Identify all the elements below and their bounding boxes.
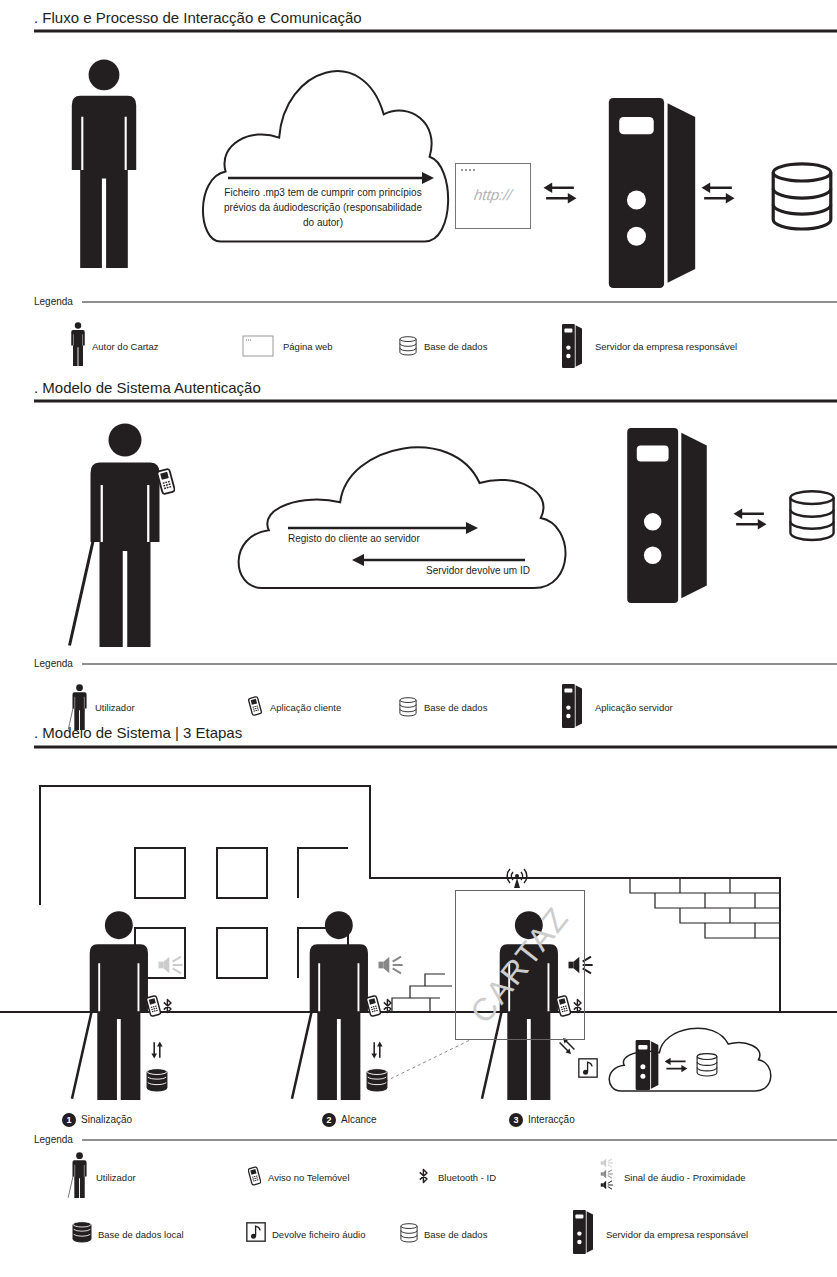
brick-wall [392, 878, 780, 1012]
legend-icon [68, 1152, 613, 1254]
cloud-shape: Registo do cliente ao servidorServidor d… [228, 420, 568, 595]
legend-text: Utilizador [96, 1172, 136, 1183]
legend-text: Utilizador [95, 702, 135, 713]
cloud-shape: Ficheiro .mp3 tem de cumprir com princíp… [195, 38, 450, 250]
poster-author [72, 59, 136, 268]
legend-icon [71, 322, 582, 368]
poster-board: CARTAZ [455, 890, 585, 1040]
url-text: http:// [455, 186, 531, 203]
database-symbol [790, 491, 833, 540]
legend-text: Página web [283, 341, 333, 352]
legend-text: Base de dados [424, 702, 487, 713]
legend-text: Servidor da empresa responsável [606, 1229, 748, 1240]
antenna-symbol [507, 869, 527, 888]
cloud-path [239, 447, 566, 588]
step-number: 1 [62, 1113, 76, 1127]
server-symbol [627, 428, 707, 603]
legend-text: Servidor da empresa responsável [595, 341, 737, 352]
section-heading: . Modelo de Sistema Autenticação [34, 379, 261, 396]
cloud-path [203, 71, 448, 241]
exchange-arrow [544, 183, 577, 204]
step-number: 3 [509, 1113, 523, 1127]
section-heading: . Fluxo e Processo de Interacção e Comun… [34, 9, 362, 26]
title-bar [461, 169, 475, 171]
legend-text: Bluetooth - ID [438, 1172, 496, 1183]
legend-text: Devolve ficheiro áudio [272, 1229, 365, 1240]
cloud-text: Registo do cliente ao servidor [288, 531, 420, 546]
section-heading: . Modelo de Sistema | 3 Etapas [34, 724, 242, 741]
building-outline [40, 786, 780, 1012]
step-name: Interacção [528, 1114, 575, 1125]
legend-text: Base de dados local [98, 1229, 184, 1240]
database-symbol [773, 164, 831, 229]
server-cloud [609, 1028, 771, 1091]
legend-text: Base de dados [424, 1229, 487, 1240]
range-line [380, 1040, 470, 1084]
legend-heading: Legenda [34, 1134, 73, 1145]
user-figure [70, 424, 160, 648]
step-name: Sinalização [81, 1114, 132, 1125]
web-page: http:// [455, 163, 531, 229]
server-symbol [609, 98, 695, 288]
legend-heading: Legenda [34, 658, 73, 669]
step-name: Alcance [341, 1114, 377, 1125]
exchange-arrow [702, 183, 735, 204]
step-number: 2 [322, 1113, 336, 1127]
legend-icon [68, 684, 582, 730]
callout-number: 1 [62, 1113, 76, 1127]
cloud-text: Servidor devolve um ID [426, 563, 530, 578]
phone-symbol [157, 469, 175, 495]
legend-text: Aplicação servidor [595, 702, 673, 713]
exchange-arrow [734, 509, 767, 530]
legend-text: Aplicação cliente [270, 702, 341, 713]
section-rule [34, 31, 837, 747]
cloud-text: Ficheiro .mp3 tem de cumprir com princíp… [223, 185, 423, 230]
audio-file [579, 1059, 597, 1077]
legend-text: Aviso no Telemóvel [268, 1172, 350, 1183]
legend-text: Autor do Cartaz [92, 341, 159, 352]
local-database [147, 1069, 387, 1091]
legend-rule [82, 302, 837, 1140]
callout-number: 2 [322, 1113, 336, 1127]
legend-text: Base de dados [424, 341, 487, 352]
poster-text: CARTAZ [463, 900, 577, 1031]
bluetooth-symbol [164, 999, 581, 1012]
callout-number: 3 [509, 1113, 523, 1127]
legend-heading: Legenda [34, 296, 73, 307]
legend-text: Sinal de áudio - Proximidade [624, 1172, 745, 1183]
